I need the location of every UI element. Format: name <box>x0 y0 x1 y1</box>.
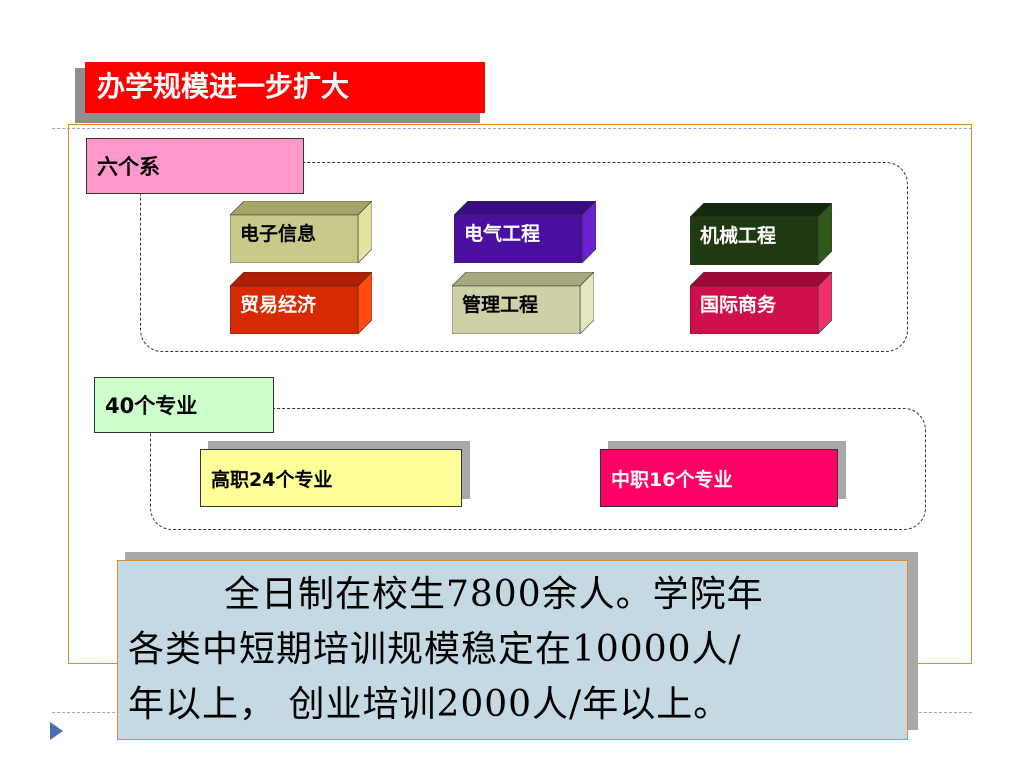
summary-line-3: 年以上， 创业培训2000人/年以上。 <box>128 684 731 725</box>
departments-group <box>140 162 908 352</box>
block-3d-shape <box>690 272 832 334</box>
dept-block-trade[interactable]: 贸易经济 <box>230 272 372 334</box>
dept-name: 电子信息 <box>240 223 317 245</box>
dept-name: 国际商务 <box>700 294 777 316</box>
block-3d-shape <box>454 201 596 263</box>
summary-line-1: 全日制在校生7800余人。学院年 <box>224 574 764 615</box>
block-3d-shape <box>230 272 372 334</box>
dept-block-electronics[interactable]: 电子信息 <box>230 201 372 263</box>
top-dotted-rule <box>52 128 972 129</box>
dept-name: 电气工程 <box>464 223 541 245</box>
higher-majors-box[interactable]: 高职24个专业 <box>200 449 462 507</box>
secondary-majors-box[interactable]: 中职16个专业 <box>600 449 838 507</box>
block-3d-shape <box>690 203 832 265</box>
majors-group <box>150 408 926 530</box>
departments-label: 六个系 <box>86 138 304 194</box>
summary-text-box: 全日制在校生7800余人。学院年 各类中短期培训规模稳定在10000人/ 年以上… <box>117 560 908 740</box>
play-triangle-icon <box>50 722 63 740</box>
dept-block-international-business[interactable]: 国际商务 <box>690 272 832 334</box>
dept-name: 贸易经济 <box>240 294 317 316</box>
dept-block-electrical[interactable]: 电气工程 <box>454 201 596 263</box>
dept-block-management[interactable]: 管理工程 <box>452 272 594 334</box>
block-3d-shape <box>230 201 372 263</box>
summary-line-2: 各类中短期培训规模稳定在10000人/ <box>128 629 742 670</box>
dept-name: 机械工程 <box>700 225 777 247</box>
slide-title: 办学规模进一步扩大 <box>85 62 485 113</box>
dept-name: 管理工程 <box>462 294 539 316</box>
block-3d-shape <box>452 272 594 334</box>
majors-label: 40个专业 <box>94 377 274 433</box>
dept-block-mechanical[interactable]: 机械工程 <box>690 203 832 265</box>
